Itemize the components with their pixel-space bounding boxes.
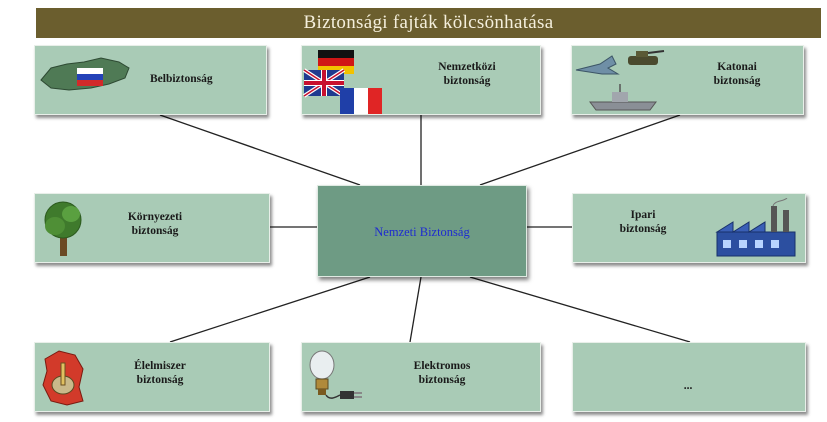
box-label-line2: biztonság	[443, 75, 491, 87]
line-elelmiszer	[169, 276, 371, 343]
diagram-title: Biztonsági fajták kölcsönhatása	[36, 8, 821, 38]
box-kornyezeti: Környezeti biztonság	[34, 193, 270, 263]
russia-map-flag-icon	[40, 57, 130, 91]
military-icon	[575, 50, 665, 111]
line-elektromos	[409, 276, 422, 343]
box-label: ...	[683, 380, 693, 392]
box-katonai: Katonai biztonság	[571, 45, 804, 115]
tree-icon	[44, 201, 82, 256]
line-other	[469, 276, 691, 343]
box-label: Belbiztonság	[150, 73, 213, 85]
box-label-line2: biztonság	[418, 374, 466, 386]
box-elelmiszer: Élelmiszer biztonság	[34, 342, 270, 412]
box-ipari: Ipari biztonság	[572, 193, 806, 263]
box-label-line2: biztonság	[136, 374, 184, 386]
box-label-line1: Nemzetközi	[438, 61, 496, 73]
flags-icon	[302, 50, 382, 114]
box-nemzetkozi: Nemzetközi biztonság	[301, 45, 541, 115]
line-belbiztonsag	[159, 114, 361, 186]
box-label-line1: Elektromos	[413, 360, 471, 372]
line-katonai	[479, 114, 681, 186]
factory-icon	[715, 198, 796, 257]
box-other: ...	[572, 342, 806, 412]
food-safety-icon	[42, 350, 84, 406]
box-label-line2: biztonság	[713, 75, 761, 87]
light-bulb-plug-icon	[309, 350, 362, 399]
box-label-line2: biztonság	[619, 223, 667, 235]
box-label-line1: Ipari	[630, 209, 656, 221]
box-label-line1: Élelmiszer	[134, 360, 186, 372]
box-label-line2: biztonság	[131, 225, 179, 237]
box-elektromos: Elektromos biztonság	[301, 342, 541, 412]
center-nemzeti-biztonsag: Nemzeti Biztonság	[317, 185, 527, 277]
box-label-line1: Katonai	[717, 61, 757, 73]
box-label-line1: Környezeti	[127, 211, 183, 223]
box-belbiztonsag: Belbiztonság	[34, 45, 267, 115]
